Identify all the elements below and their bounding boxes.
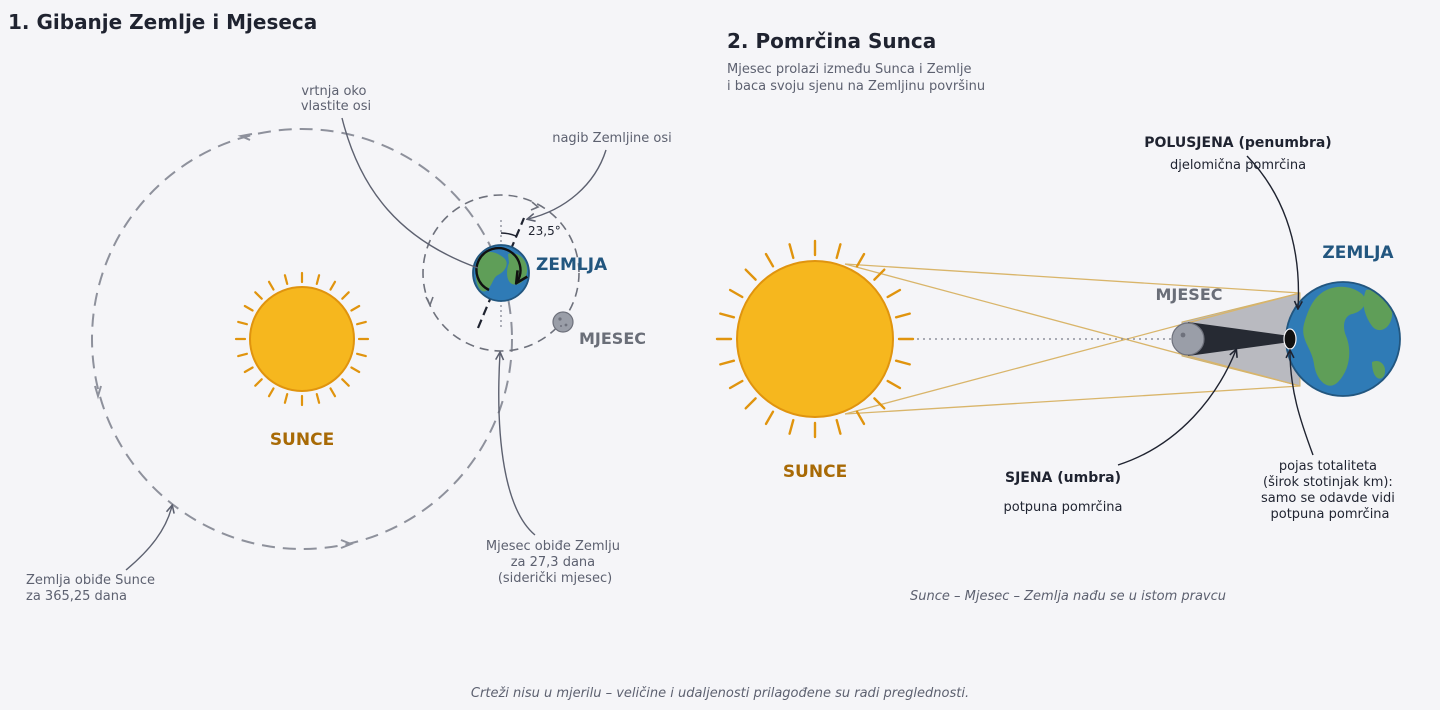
sun-ray bbox=[744, 397, 757, 410]
moon-label: MJESEC bbox=[579, 329, 646, 348]
sun-ray bbox=[894, 312, 911, 319]
penumbra-title: POLUSJENA (penumbra) bbox=[1144, 135, 1331, 151]
sun-ray bbox=[341, 378, 350, 387]
sun-ray bbox=[329, 387, 337, 398]
sun-ray bbox=[243, 366, 254, 374]
sun-ray bbox=[356, 352, 367, 358]
umbra-region bbox=[1188, 322, 1290, 356]
sun-ray bbox=[315, 274, 321, 285]
umbra-pointer bbox=[1117, 350, 1236, 466]
sun-label: SUNCE bbox=[270, 430, 334, 450]
earth-orbit-arrow-bottom bbox=[340, 539, 354, 549]
penumbra-pointer bbox=[1246, 155, 1298, 308]
sun-ray bbox=[788, 418, 795, 435]
earth-label: ZEMLJA bbox=[536, 255, 608, 275]
sun-ray bbox=[283, 274, 289, 285]
sun-ray bbox=[356, 320, 367, 326]
eclipse-sun-label: SUNCE bbox=[783, 462, 847, 482]
eclipse-earth-label: ZEMLJA bbox=[1322, 243, 1394, 263]
totality-pointer bbox=[1290, 351, 1314, 456]
sun-ray bbox=[329, 280, 337, 291]
sun-ray bbox=[254, 378, 263, 387]
rotation-annotation: vrtnja oko vlastite osi bbox=[301, 84, 371, 114]
moon-orbit-pointer bbox=[499, 353, 536, 536]
sun-ray bbox=[341, 291, 350, 300]
umbra-title: SJENA (umbra) bbox=[1005, 470, 1121, 486]
sun-ray bbox=[350, 304, 361, 312]
earth-orbit-pointer bbox=[125, 506, 172, 571]
sun-ray bbox=[267, 387, 275, 398]
panel2-subtitle: Mjesec prolazi između Sunca i Zemlje i b… bbox=[727, 62, 985, 94]
sun-ray bbox=[243, 304, 254, 312]
earth-orbit-path bbox=[91, 128, 513, 550]
sun-ray bbox=[719, 312, 736, 319]
sun-ray bbox=[873, 397, 886, 410]
sun-ray bbox=[855, 252, 866, 268]
totality-spot bbox=[1283, 328, 1297, 350]
footer-note: Crteži nisu u mjerilu – veličine i udalj… bbox=[471, 686, 969, 701]
sun-ray bbox=[728, 288, 744, 299]
tilt-pointer bbox=[528, 149, 607, 219]
panel-earth-moon-motion: 1. Gibanje Zemlje i Mjeseca SUNCE 23,5° bbox=[8, 10, 672, 604]
sun-ray bbox=[835, 243, 842, 260]
sun-ray bbox=[315, 393, 321, 404]
sun-ray bbox=[886, 379, 902, 390]
sun-ray bbox=[873, 268, 886, 281]
sun-ray bbox=[719, 359, 736, 366]
tilt-angle-arc bbox=[500, 232, 517, 237]
sun-ray bbox=[764, 252, 775, 268]
sun-ray bbox=[254, 291, 263, 300]
sun-ray bbox=[267, 280, 275, 291]
sun-ray bbox=[744, 268, 757, 281]
umbra-desc: potpuna pomrčina bbox=[1003, 500, 1122, 515]
tilt-angle-label: 23,5° bbox=[528, 224, 561, 238]
light-ray-lines bbox=[844, 263, 1301, 415]
penumbra-desc: djelomična pomrčina bbox=[1170, 158, 1306, 173]
sun-ray bbox=[764, 410, 775, 426]
sun-ray bbox=[835, 418, 842, 435]
totality-annotation: pojas totaliteta (širok stotinjak km): s… bbox=[1261, 459, 1399, 522]
moon-icon bbox=[552, 311, 574, 333]
panel1-title: 1. Gibanje Zemlje i Mjeseca bbox=[8, 10, 317, 34]
sun-ray bbox=[886, 288, 902, 299]
earth-icon bbox=[472, 244, 530, 302]
sun-ray bbox=[237, 352, 248, 358]
earth-orbit-arrow-top bbox=[237, 133, 253, 141]
moon-orbit-annotation: Mjesec obiđe Zemlju za 27,3 dana (sideri… bbox=[486, 539, 624, 586]
panel-solar-eclipse: 2. Pomrčina Sunca Mjesec prolazi između … bbox=[715, 29, 1401, 604]
sun-ray bbox=[350, 366, 361, 374]
panel2-title: 2. Pomrčina Sunca bbox=[727, 29, 936, 53]
eclipse-moon-icon bbox=[1171, 322, 1205, 356]
sun-ray bbox=[728, 379, 744, 390]
earth-orbit-annotation: Zemlja obiđe Sunce za 365,25 dana bbox=[26, 573, 159, 604]
moon-orbit-arrow-left bbox=[425, 296, 434, 307]
eclipse-earth-icon bbox=[1285, 281, 1401, 397]
sun-ray bbox=[788, 243, 795, 260]
sun-ray bbox=[894, 359, 911, 366]
eclipse-sun-icon bbox=[715, 239, 915, 439]
rotation-pointer bbox=[341, 117, 479, 269]
alignment-note: Sunce – Mjesec – Zemlja nađu se u istom … bbox=[910, 589, 1226, 604]
earth-orbit-arrow-left bbox=[94, 385, 102, 400]
sun-icon bbox=[234, 271, 370, 407]
sun-ray bbox=[237, 320, 248, 326]
moon-orbit-arrow-top bbox=[530, 201, 540, 211]
eclipse-moon-label: MJESEC bbox=[1156, 285, 1223, 304]
sun-ray bbox=[855, 410, 866, 426]
sun-ray bbox=[283, 393, 289, 404]
tilt-annotation: nagib Zemljine osi bbox=[552, 131, 672, 146]
